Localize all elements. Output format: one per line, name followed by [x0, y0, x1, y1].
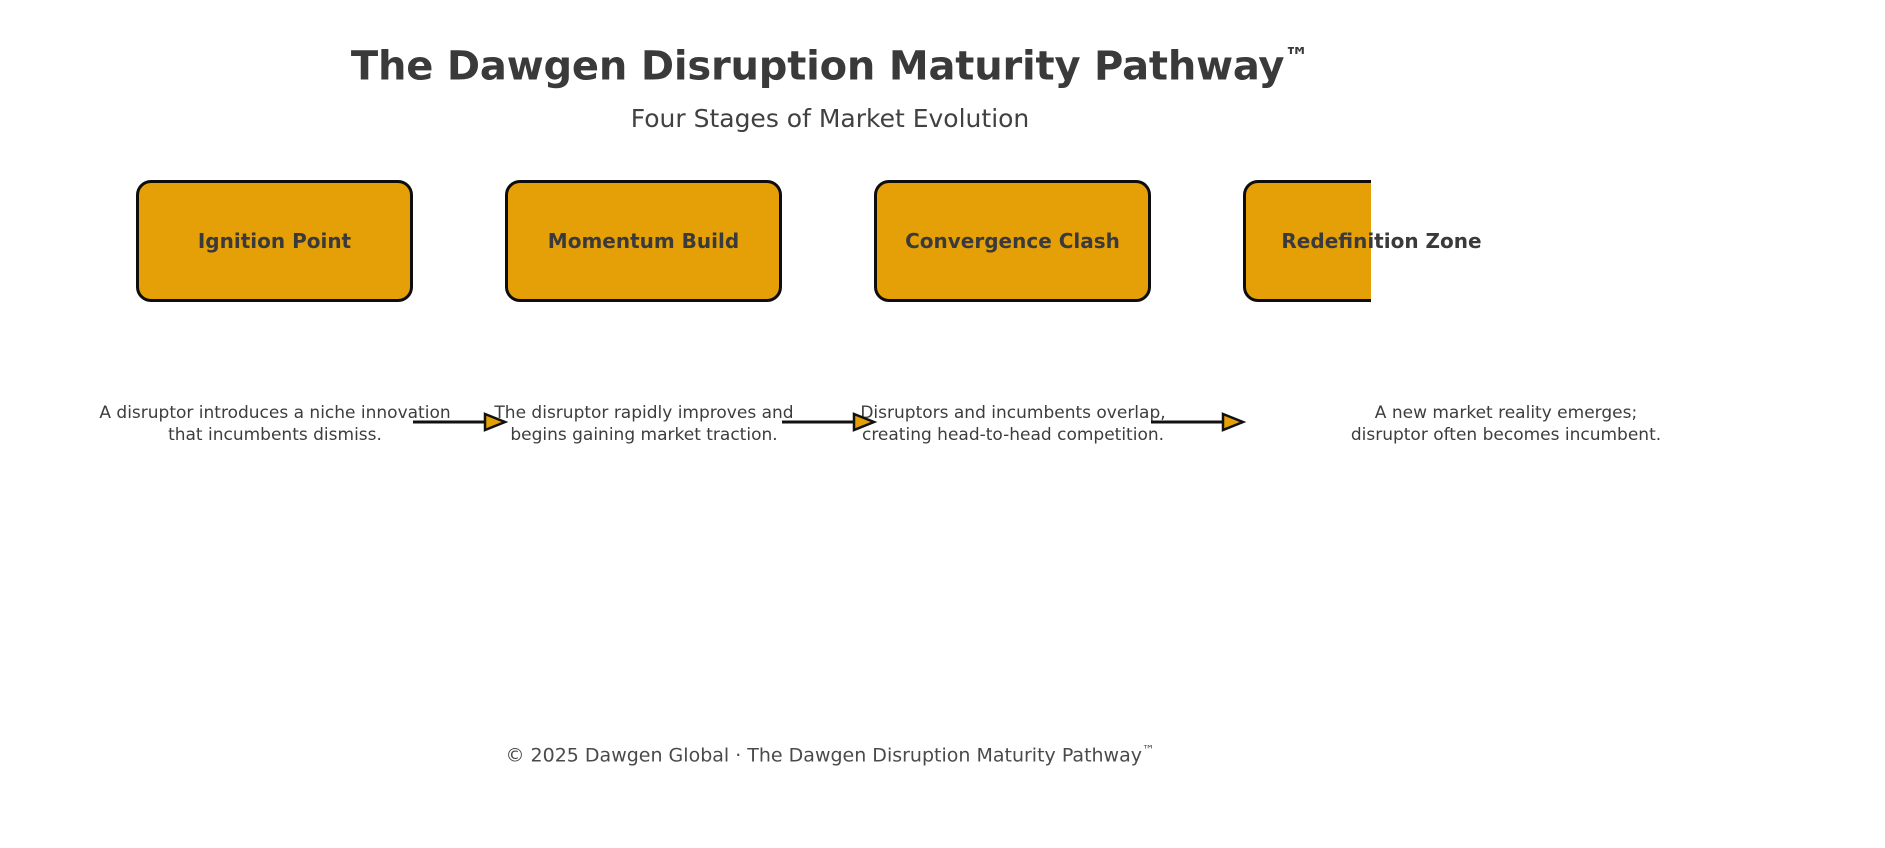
page-subtitle: Four Stages of Market Evolution [630, 103, 1030, 133]
stage-box-plate [1243, 180, 1371, 302]
stage-box-convergence-clash[interactable]: Convergence Clash [874, 180, 1151, 302]
stage-caption-momentum-build: The disruptor rapidly improves and begin… [494, 403, 794, 446]
stage-box-label: Convergence Clash [905, 229, 1120, 253]
arrow-right-icon [782, 412, 878, 432]
stage-box-label: Redefinition Zone [1281, 229, 1482, 253]
stage-caption-ignition-point: A disruptor introduces a niche innovatio… [99, 403, 451, 446]
footer: © 2025 Dawgen Global · The Dawgen Disrup… [0, 742, 1660, 766]
stage-box-ignition-point[interactable]: Ignition Point [136, 180, 413, 302]
caption-row: A disruptor introduces a niche innovatio… [0, 402, 1885, 462]
arrow-right-icon [413, 412, 509, 432]
stage-box-label: Momentum Build [547, 229, 740, 253]
stage-box-plate [505, 180, 782, 302]
stage-box-momentum-build[interactable]: Momentum Build [505, 180, 782, 302]
arrow-right-icon [1151, 412, 1247, 432]
stage-row: Ignition Point Momentum Build Convergenc… [0, 180, 1885, 432]
stage-box-plate [874, 180, 1151, 302]
stage-caption-redefinition-zone: A new market reality emerges; disruptor … [1350, 403, 1662, 446]
page-title-text: The Dawgen Disruption Maturity Pathway [350, 43, 1285, 90]
stage-caption-convergence-clash: Disruptors and incumbents overlap, creat… [860, 403, 1166, 446]
header: The Dawgen Disruption Maturity Pathway™ … [0, 42, 1660, 133]
trademark-symbol: ™ [1284, 42, 1310, 71]
footer-trademark-symbol: ™ [1141, 742, 1155, 757]
page-title: The Dawgen Disruption Maturity Pathway™ [0, 42, 1660, 90]
stage-box-plate [136, 180, 413, 302]
stage-box-redefinition-zone[interactable]: Redefinition Zone [1243, 180, 1520, 302]
stage-box-label: Ignition Point [197, 229, 352, 253]
footer-text: © 2025 Dawgen Global · The Dawgen Disrup… [505, 744, 1142, 767]
